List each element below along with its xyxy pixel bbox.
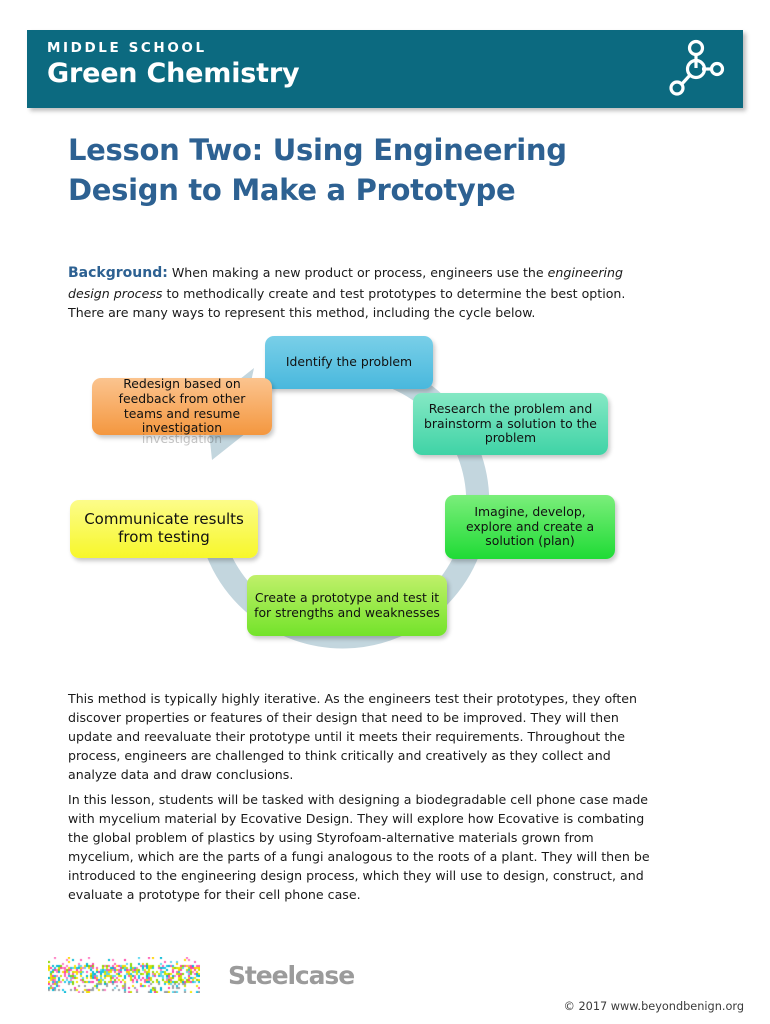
cycle-node-create: Create a prototype and test it for stren… — [247, 575, 447, 636]
cycle-node-communicate: Communicate results from testing — [70, 500, 258, 558]
copyright-text: © 2017 www.beyondbenign.org — [563, 1000, 744, 1013]
header-eyebrow: MIDDLE SCHOOL — [47, 40, 207, 56]
iterative-paragraph: This method is typically highly iterativ… — [68, 690, 638, 783]
background-text-2: to methodically create and test prototyp… — [68, 285, 626, 320]
engineering-design-cycle-diagram: Identify the problem Research the proble… — [60, 310, 680, 660]
cycle-node-research: Research the problem and brainstorm a so… — [413, 393, 608, 455]
background-paragraph: Background: When making a new product or… — [68, 263, 660, 323]
cycle-node-imagine: Imagine, develop, explore and create a s… — [445, 495, 615, 559]
page-title: Lesson Two: Using Engineering Design to … — [68, 133, 567, 207]
background-label: Background: — [68, 264, 168, 281]
cycle-node-redesign: Redesign based on feedback from other te… — [92, 376, 272, 446]
background-text-1: When making a new product or process, en… — [167, 264, 548, 280]
molecule-icon — [669, 39, 725, 96]
cycle-node-identify: Identify the problem — [265, 336, 433, 389]
header-title: Green Chemistry — [47, 58, 300, 89]
lesson-overview-paragraph: In this lesson, students will be tasked … — [68, 791, 650, 903]
beyond-benign-logo — [48, 957, 200, 993]
cycle-node-redesign-overflow: investigation — [141, 431, 223, 447]
steelcase-logo: Steelcase — [228, 960, 355, 990]
header-banner: MIDDLE SCHOOL Green Chemistry — [27, 30, 743, 108]
background-italic-phrase: engineering design process — [68, 264, 624, 301]
footer-logos: Steelcase — [48, 952, 355, 998]
cycle-node-redesign-label: Redesign based on feedback from other te… — [118, 376, 246, 436]
